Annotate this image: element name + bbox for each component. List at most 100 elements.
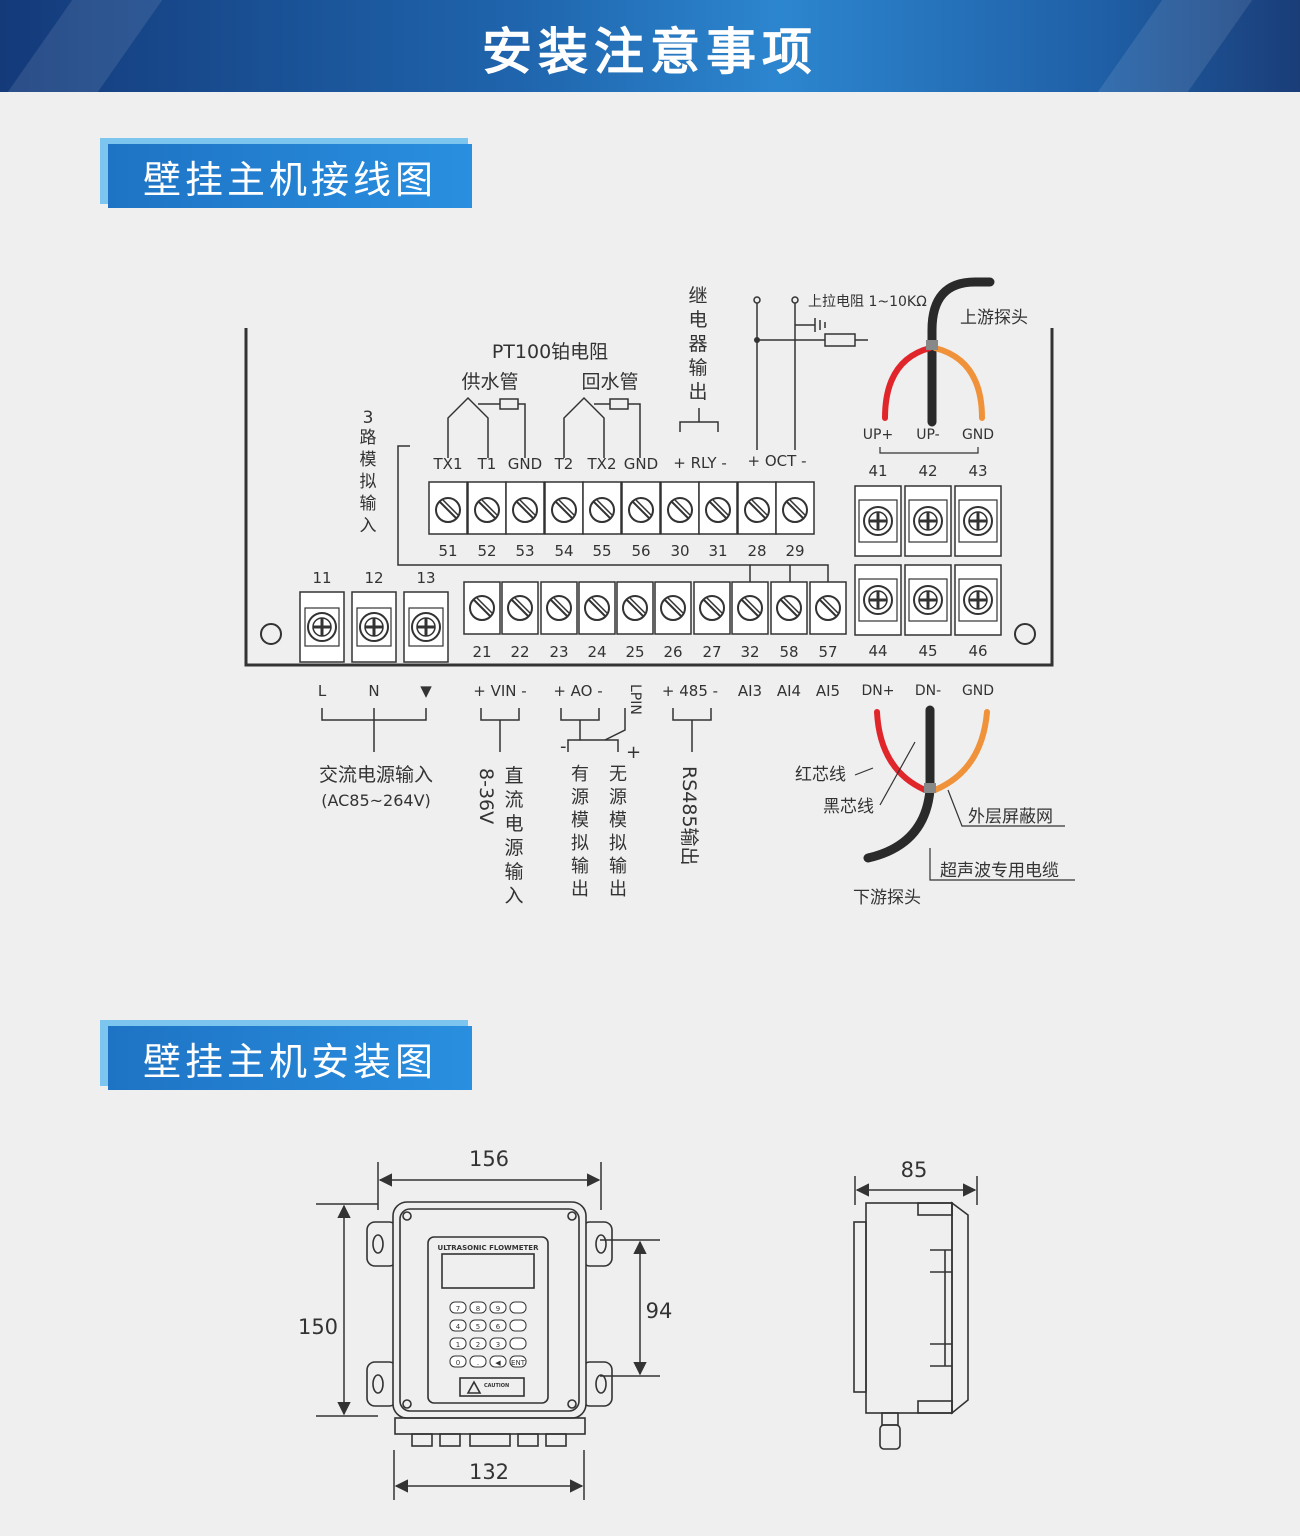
keypad-key-label: 5 <box>476 1323 480 1331</box>
mount-hole-left <box>260 623 282 645</box>
screw-24 <box>584 595 610 621</box>
keypad-key-label: . <box>477 1359 479 1367</box>
ac-input-label: 交流电源输入 <box>319 764 433 786</box>
terminal-number: 45 <box>918 642 937 660</box>
terminal-number: 24 <box>587 643 606 661</box>
rly-label: + RLY - <box>673 454 726 472</box>
rs485-label: + 485 - <box>662 682 718 700</box>
terminal-number: 26 <box>663 643 682 661</box>
screw-43 <box>962 505 994 537</box>
terminal-number: 42 <box>918 462 937 480</box>
screw-57 <box>815 595 841 621</box>
supply-pipe-label: 供水管 <box>461 371 518 393</box>
enclosure-outline <box>244 328 1054 667</box>
screw-52 <box>474 497 500 523</box>
terminal-number: 27 <box>702 643 721 661</box>
keypad-key-label: 4 <box>456 1323 461 1331</box>
keypad-key <box>489 1319 507 1332</box>
keypad-key <box>449 1355 467 1368</box>
keypad-key-label: ◀ <box>495 1359 501 1367</box>
keypad-key <box>489 1355 507 1368</box>
lpin-label: LPIN <box>627 684 643 715</box>
ac-range-label: (AC85~264V) <box>321 791 431 810</box>
terminal-number: 56 <box>631 542 650 560</box>
upstream-probe-label: 上游探头 <box>960 308 1028 328</box>
screw-56 <box>628 497 654 523</box>
screw-12 <box>358 611 390 643</box>
dim-depth: 85 <box>901 1158 928 1182</box>
plus-sign: + <box>626 742 641 763</box>
dim-bottom-width: 132 <box>469 1460 509 1484</box>
terminal-label: GND <box>962 427 994 443</box>
keypad-key-label: 9 <box>496 1305 500 1313</box>
terminal-number: 25 <box>625 643 644 661</box>
section-header-install: 壁挂主机安装图 <box>100 1020 472 1090</box>
cable-label: 超声波专用电缆 <box>940 861 1059 881</box>
dim-width: 156 <box>469 1147 509 1171</box>
downstream-probe-label: 下游探头 <box>853 888 921 908</box>
section-header-wiring: 壁挂主机接线图 <box>100 138 472 208</box>
terminal-label: UP+ <box>863 427 893 443</box>
terminal-number: 32 <box>740 643 759 661</box>
screw-58 <box>776 595 802 621</box>
terminal-number: 11 <box>312 569 331 587</box>
screw-30 <box>667 497 693 523</box>
screw-23 <box>546 595 572 621</box>
keypad-key <box>489 1301 507 1314</box>
dc-input-label: 直流电源输入 <box>504 765 523 907</box>
screw-41 <box>862 505 894 537</box>
oct-label: + OCT - <box>748 452 807 470</box>
keypad-key-label: 8 <box>476 1305 480 1313</box>
dc-range-label: 8-36V <box>475 768 497 824</box>
terminal-number: 28 <box>747 542 766 560</box>
screw-45 <box>912 584 944 616</box>
active-ao-label: 有源模拟输出 <box>571 764 589 900</box>
passive-ao-label: 无源模拟输出 <box>609 764 627 900</box>
terminal-number: 41 <box>868 462 887 480</box>
keypad-key <box>449 1301 467 1314</box>
terminal-label: UP- <box>916 427 939 443</box>
upstream-cable <box>882 277 995 427</box>
caution-label: CAUTION <box>484 1383 509 1389</box>
pt100-wiring <box>447 396 641 458</box>
terminal-number: 22 <box>510 643 529 661</box>
terminal-number: 43 <box>968 462 987 480</box>
terminal-label: GND <box>962 683 994 699</box>
keypad-key-label: ENT <box>511 1359 526 1367</box>
terminal-number: 52 <box>477 542 496 560</box>
screw-28 <box>744 497 770 523</box>
screw-55 <box>589 497 615 523</box>
mount-hole-right <box>1014 623 1036 645</box>
keypad-key-label: 2 <box>476 1341 480 1349</box>
rs485-output-label: RS485输出 <box>678 766 700 866</box>
relay-output-label: 继电器输出 <box>688 285 707 403</box>
terminal-number: 13 <box>416 569 435 587</box>
screw-51 <box>435 497 461 523</box>
terminal-label: TX1 <box>433 455 463 473</box>
terminal-number: 58 <box>779 643 798 661</box>
terminal-label: T2 <box>554 455 574 473</box>
shield-label: 外层屏蔽网 <box>968 807 1053 827</box>
install-diagram: 156 150 94 132 ULTRASONIC FLOWMETER CAUT… <box>298 1147 978 1500</box>
keypad-key <box>509 1301 527 1314</box>
terminal-label: N <box>368 682 379 700</box>
keypad-key <box>509 1337 527 1350</box>
terminal-number: 44 <box>868 642 887 660</box>
terminal-label: L <box>318 682 327 700</box>
bottom-brackets <box>321 708 712 752</box>
ai-label: AI3 <box>738 682 762 700</box>
screw-46 <box>962 584 994 616</box>
screw-21 <box>469 595 495 621</box>
terminal-number: 12 <box>364 569 383 587</box>
screw-22 <box>507 595 533 621</box>
pt100-label: PT100铂电阻 <box>492 341 608 363</box>
terminal-45 <box>904 564 952 636</box>
terminal-number: 21 <box>472 643 491 661</box>
keypad-key-label: 0 <box>456 1359 460 1367</box>
keypad-key <box>489 1337 507 1350</box>
terminal-number: 29 <box>785 542 804 560</box>
